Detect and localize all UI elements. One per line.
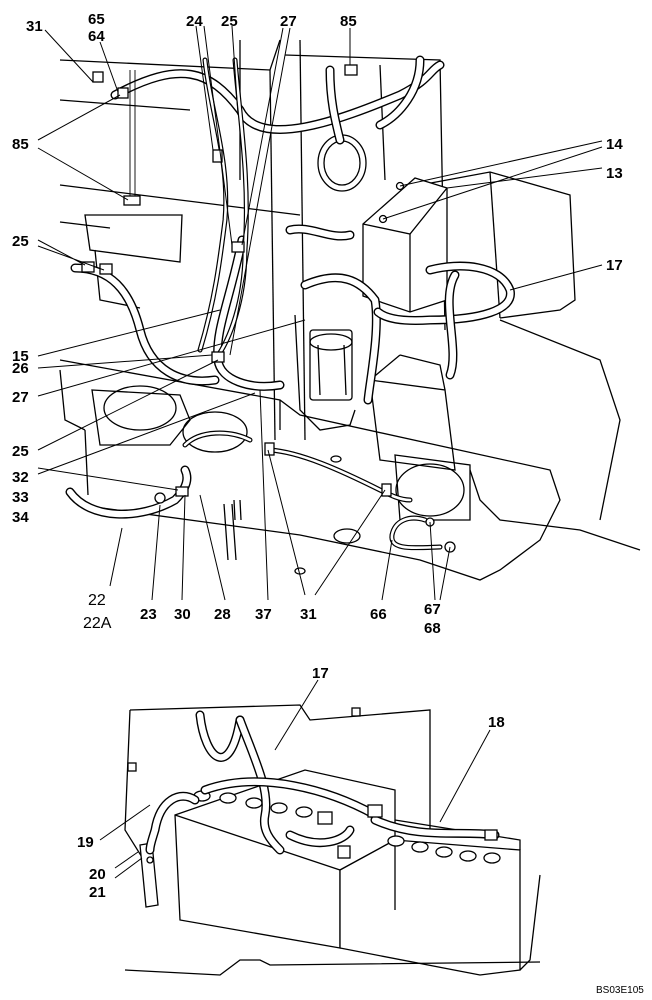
callout-label: 28 [214, 606, 231, 623]
callout-label: 64 [88, 28, 105, 45]
callout-label: 27 [280, 13, 297, 30]
callout-label: 15 [12, 348, 29, 365]
callout-label: 20 [89, 866, 106, 883]
callout-label: 21 [89, 884, 106, 901]
callout-label: 13 [606, 165, 623, 182]
callout-label: 22A [83, 615, 112, 632]
callout-label: 19 [77, 834, 94, 851]
callout-label: 30 [174, 606, 191, 623]
callout-label: 14 [606, 136, 623, 153]
callout-label: 25 [12, 233, 29, 250]
callout-label: 18 [488, 714, 505, 731]
callout-label: 26 [12, 360, 29, 377]
callout-label: 22 [88, 592, 106, 609]
callout-label: 68 [424, 620, 441, 637]
callout-label: 67 [424, 601, 441, 618]
callout-label: 23 [140, 606, 157, 623]
callout-label: 34 [12, 509, 29, 526]
callout-label: 85 [340, 13, 357, 30]
callout-label: 85 [12, 136, 29, 153]
bottom-view-drawing [124, 704, 541, 976]
callout-label: 32 [12, 469, 29, 486]
callout-label: 33 [12, 489, 29, 506]
drawing-id: BS03E105 [596, 985, 644, 996]
callout-label: 17 [606, 257, 623, 274]
callout-label: 27 [12, 389, 29, 406]
callout-labels-bottom-view: 17 18 19 20 21 [77, 665, 505, 901]
callout-label: 65 [88, 11, 105, 28]
callout-label: 25 [12, 443, 29, 460]
callout-label: 66 [370, 606, 387, 623]
callout-labels-top-view: 31 65 64 24 25 27 85 85 14 13 17 25 15 2… [12, 11, 623, 637]
callout-label: 31 [26, 18, 43, 35]
top-view-drawing [59, 39, 641, 581]
callout-label: 24 [186, 13, 203, 30]
callout-label: 37 [255, 606, 272, 623]
callout-label: 25 [221, 13, 238, 30]
callout-label: 17 [312, 665, 329, 682]
leader-lines [37, 25, 603, 879]
callout-label: 31 [300, 606, 317, 623]
